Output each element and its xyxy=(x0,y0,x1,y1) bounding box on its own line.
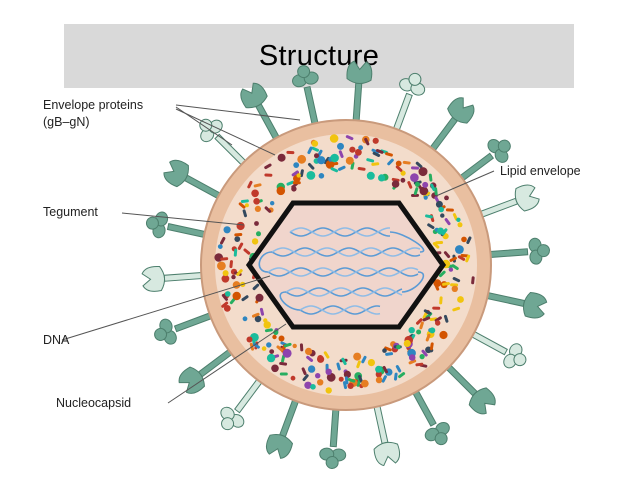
dna-strands xyxy=(258,227,425,315)
label-envelope-proteins: Envelope proteins xyxy=(43,98,143,112)
leader-lipid-envelope xyxy=(435,170,495,197)
dna-strand xyxy=(267,267,419,277)
tegument-particles xyxy=(214,134,475,394)
dna-strand xyxy=(271,247,421,257)
dna-strand xyxy=(267,267,419,277)
envelope-protein-spike xyxy=(481,291,548,319)
envelope-protein-spike xyxy=(292,65,320,130)
dna-strand xyxy=(271,247,421,257)
envelope-protein-spikes xyxy=(141,60,550,470)
envelope-protein-spike xyxy=(319,403,347,470)
slide-title: Structure xyxy=(258,39,380,72)
envelope-protein-spike xyxy=(265,394,301,459)
dna-strand xyxy=(289,227,390,237)
leader-nucleocapsid xyxy=(167,323,287,404)
envelope-protein-spike xyxy=(426,97,475,156)
dna-loop xyxy=(258,251,273,273)
envelope-protein-spike xyxy=(199,118,250,169)
envelope-protein-spike xyxy=(442,361,496,415)
dna-strand xyxy=(289,227,390,237)
label-tegument: Tegument xyxy=(43,205,98,219)
envelope-protein-spike xyxy=(346,60,373,127)
dna-strand xyxy=(285,287,403,297)
label-nucleocapsid: Nucleocapsid xyxy=(56,396,131,410)
envelope-protein-spike xyxy=(372,400,401,467)
dna-loop xyxy=(279,291,301,311)
leader-envelope-proteins-1 xyxy=(175,104,301,121)
envelope-protein-spike xyxy=(455,138,511,185)
envelope-protein-spike xyxy=(145,211,211,239)
envelope-protein-spike xyxy=(141,265,208,292)
envelope-protein-spike xyxy=(163,159,226,202)
leader-lines xyxy=(61,104,495,404)
leader-tegument xyxy=(121,212,245,226)
label-dna: DNA xyxy=(43,333,70,347)
dna-strand xyxy=(299,305,381,315)
leader-dna xyxy=(61,275,271,341)
label-lipid-envelope: Lipid envelope xyxy=(500,164,581,178)
envelope-protein-spike xyxy=(154,310,217,345)
envelope-protein-spike xyxy=(484,237,550,265)
envelope-protein-spike xyxy=(409,385,450,446)
title-banner: Structure xyxy=(64,24,574,88)
dna-loop xyxy=(401,271,425,293)
leader-envelope-proteins-3 xyxy=(175,108,276,156)
dna-loop xyxy=(389,231,425,253)
label-envelope-proteins-sub: (gB–gN) xyxy=(43,115,90,129)
dna-strand xyxy=(285,287,403,297)
envelope-protein-spike xyxy=(220,374,266,431)
envelope-protein-spike xyxy=(466,328,527,369)
